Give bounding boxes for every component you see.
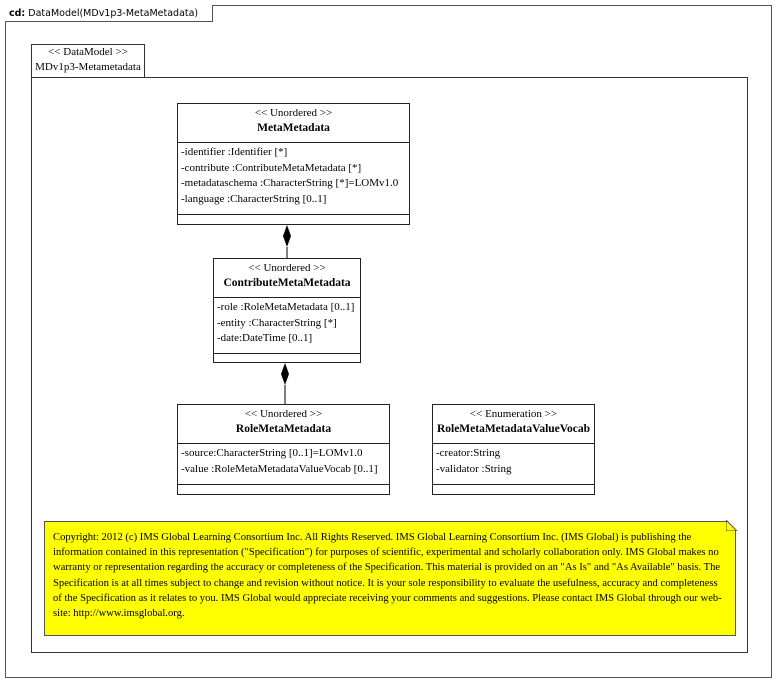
- class-header: << Enumeration >> RoleMetaMetadataValueV…: [433, 405, 594, 444]
- attribute: -validator :String: [436, 462, 512, 475]
- package-body: [31, 77, 748, 653]
- class-header: << Unordered >> MetaMetadata: [178, 104, 409, 143]
- diagram-frame-tab: cd: DataModel(MDv1p3-MetaMetadata): [5, 5, 214, 22]
- attribute: -date:DateTime [0..1]: [217, 332, 313, 345]
- class-attributes: -role :RoleMetaMetadata [0..1] -entity :…: [214, 298, 360, 354]
- attribute: -entity :CharacterString [*]: [217, 316, 337, 329]
- class-header: << Unordered >> ContributeMetaMetadata: [214, 259, 360, 298]
- note-text: Copyright: 2012 (c) IMS Global Learning …: [53, 532, 722, 620]
- class-stereotype: << Unordered >>: [254, 107, 333, 119]
- class-header: << Unordered >> RoleMetaMetadata: [178, 405, 389, 444]
- attribute: -value :RoleMetaMetadataValueVocab [0..1…: [181, 462, 378, 475]
- copyright-note[interactable]: Copyright: 2012 (c) IMS Global Learning …: [44, 521, 736, 636]
- note-fold-corner: [726, 520, 737, 531]
- class-stereotype: << Enumeration >>: [469, 408, 558, 420]
- attribute: -contribute :ContributeMetaMetadata [*]: [181, 161, 362, 174]
- package-stereotype: << DataModel >>: [48, 46, 128, 58]
- class-name: RoleMetaMetadata: [235, 423, 332, 435]
- class-role-metametadata-value-vocab[interactable]: << Enumeration >> RoleMetaMetadataValueV…: [432, 404, 595, 495]
- package-tab[interactable]: << DataModel >> MDv1p3-Metametadata: [31, 44, 145, 78]
- class-attributes: -source:CharacterString [0..1]=LOMv1.0 -…: [178, 444, 389, 485]
- attribute: -creator:String: [436, 447, 501, 459]
- class-name: MetaMetadata: [257, 122, 330, 134]
- class-name: ContributeMetaMetadata: [223, 277, 351, 289]
- attribute: -identifier :Identifier [*]: [181, 146, 288, 158]
- class-contribute-metametadata[interactable]: << Unordered >> ContributeMetaMetadata -…: [213, 258, 361, 363]
- frame-kind: cd:: [9, 8, 26, 19]
- class-name: RoleMetaMetadataValueVocab: [436, 423, 591, 435]
- class-attributes: -identifier :Identifier [*] -contribute …: [178, 143, 409, 215]
- package-name: MDv1p3-Metametadata: [35, 61, 141, 73]
- frame-title: DataModel(MDv1p3-MetaMetadata): [28, 8, 199, 19]
- attribute: -source:CharacterString [0..1]=LOMv1.0: [181, 447, 363, 459]
- diagram-frame: [5, 5, 772, 678]
- attribute: -language :CharacterString [0..1]: [181, 192, 327, 205]
- class-role-metametadata[interactable]: << Unordered >> RoleMetaMetadata -source…: [177, 404, 390, 495]
- composition-diamond-metametadata: [283, 225, 291, 247]
- class-attributes: -creator:String -validator :String: [433, 444, 594, 485]
- attribute: -role :RoleMetaMetadata [0..1]: [217, 301, 355, 313]
- class-stereotype: << Unordered >>: [248, 262, 326, 274]
- class-stereotype: << Unordered >>: [244, 408, 323, 420]
- attribute: -metadataschema :CharacterString [*]=LOM…: [181, 177, 399, 190]
- composition-diamond-contribute: [281, 363, 289, 385]
- class-metametadata[interactable]: << Unordered >> MetaMetadata -identifier…: [177, 103, 410, 225]
